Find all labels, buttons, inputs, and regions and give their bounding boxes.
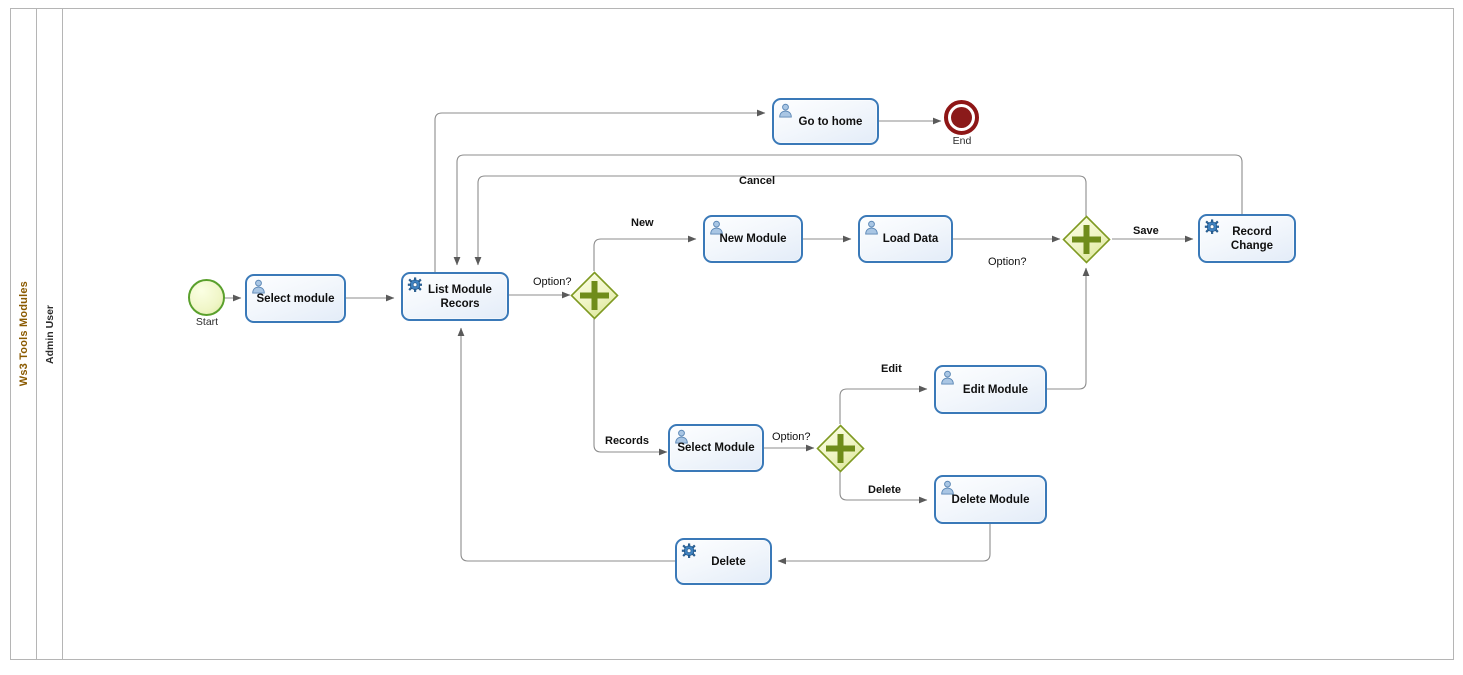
gateway-option-1[interactable] <box>570 271 619 320</box>
task-list-module-recors[interactable]: List Module Recors <box>401 272 509 321</box>
edge-label-option-1: Option? <box>533 276 572 288</box>
user-icon <box>674 429 689 444</box>
task-select-module-1[interactable]: Select module <box>245 274 346 323</box>
task-label: Edit Module <box>962 383 1029 396</box>
gear-icon <box>681 543 697 558</box>
gear-icon <box>1204 219 1220 234</box>
task-label: New Module <box>719 233 787 245</box>
lane-label: Admin User <box>43 304 56 364</box>
end-event[interactable] <box>944 100 979 135</box>
edge-label-option-3: Option? <box>772 431 811 443</box>
gateway-save[interactable] <box>1062 215 1111 264</box>
gateway-option-2[interactable] <box>816 424 865 473</box>
task-label: List Module Recors <box>428 283 492 310</box>
task-delete-module[interactable]: Delete Module <box>934 475 1047 524</box>
task-label: Load Data <box>882 233 939 245</box>
edge-label-option-2: Option? <box>988 256 1027 268</box>
task-label: Delete Module <box>951 493 1030 506</box>
task-select-module-2[interactable]: Select Module <box>668 424 764 472</box>
edge-label-cancel: Cancel <box>739 175 776 187</box>
task-label: Select module <box>256 292 335 305</box>
task-label: Select Module <box>677 442 755 454</box>
pool-label-column: Ws3 Tools Modules <box>11 9 37 659</box>
task-label: Go to home <box>798 115 863 128</box>
edge-label-edit: Edit <box>881 363 902 375</box>
pool-label: Ws3 Tools Modules <box>17 281 30 387</box>
user-icon <box>940 370 955 385</box>
start-event-caption: Start <box>195 316 219 328</box>
task-record-change[interactable]: Record Change <box>1198 214 1296 263</box>
user-icon <box>778 103 793 118</box>
end-event-inner <box>951 107 972 128</box>
task-delete-service[interactable]: Delete <box>675 538 772 585</box>
user-icon <box>864 220 879 235</box>
task-load-data[interactable]: Load Data <box>858 215 953 263</box>
task-go-to-home[interactable]: Go to home <box>772 98 879 145</box>
lane-label-column: Admin User <box>37 9 63 659</box>
user-icon <box>940 480 955 495</box>
task-new-module[interactable]: New Module <box>703 215 803 263</box>
task-edit-module[interactable]: Edit Module <box>934 365 1047 414</box>
gear-icon <box>407 277 423 292</box>
end-event-caption: End <box>952 135 972 147</box>
user-icon <box>251 279 266 294</box>
edge-label-delete: Delete <box>868 484 902 496</box>
edge-label-new: New <box>631 217 654 229</box>
task-label: Delete <box>711 555 746 568</box>
task-label: Record Change <box>1230 225 1274 252</box>
start-event[interactable] <box>188 279 225 316</box>
edge-label-save: Save <box>1133 225 1159 237</box>
edge-label-records: Records <box>605 435 650 447</box>
user-icon <box>709 220 724 235</box>
